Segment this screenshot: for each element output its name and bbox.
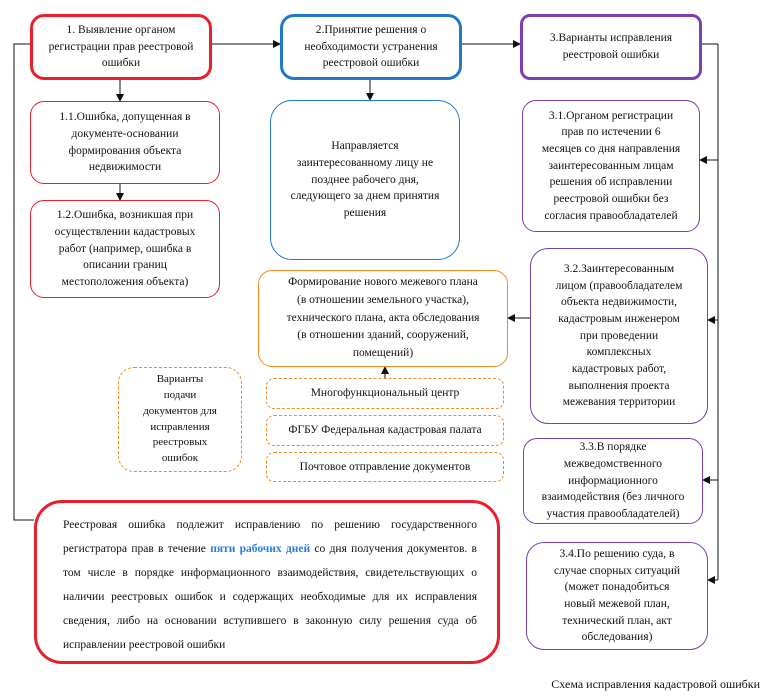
mfc-box: Многофункциональный центр bbox=[266, 378, 504, 409]
b3-1-box: 3.1.Органом регистрации прав по истечени… bbox=[522, 100, 700, 232]
note-after: со дня получения документов. в том числе… bbox=[63, 543, 477, 651]
registry-error-note: Реестровая ошибка подлежит исправлению п… bbox=[34, 500, 500, 664]
note-highlight: пяти рабочих дней bbox=[210, 543, 311, 555]
forming-text: Формирование нового межевого плана (в от… bbox=[286, 275, 480, 360]
post-box: Почтовое отправление документов bbox=[266, 452, 504, 482]
b1-1-box: 1.1.Ошибка, допущенная в документе-основ… bbox=[30, 101, 220, 184]
b1-2-text: 1.2.Ошибка, возникшая при осуществлении … bbox=[54, 209, 196, 288]
b3-2-box: 3.2.Заинтересованным лицом (правообладат… bbox=[530, 248, 708, 424]
fgbu-box: ФГБУ Федеральная кадастровая палата bbox=[266, 415, 504, 446]
b3-4-text: 3.4.По решению суда, в случае спорных си… bbox=[553, 547, 681, 644]
variants-box: Варианты подачи документов для исправлен… bbox=[118, 367, 242, 472]
step1-text: 1. Выявление органом регистрации прав ре… bbox=[48, 23, 194, 70]
b2-1-text: Направляется заинтересованному лицу не п… bbox=[290, 140, 440, 219]
step2-text: 2.Принятие решения о необходимости устра… bbox=[304, 23, 438, 70]
left-feedback-line bbox=[13, 43, 34, 521]
step2-box: 2.Принятие решения о необходимости устра… bbox=[280, 14, 462, 80]
fgbu-text: ФГБУ Федеральная кадастровая палата bbox=[288, 424, 482, 437]
b3-3-text: 3.3.В порядке межведомственного информац… bbox=[541, 441, 685, 521]
b3-4-box: 3.4.По решению суда, в случае спорных си… bbox=[526, 542, 708, 650]
forming-box: Формирование нового межевого плана (в от… bbox=[258, 270, 508, 367]
variants-text: Варианты подачи документов для исправлен… bbox=[143, 372, 217, 465]
step1-box: 1. Выявление органом регистрации прав ре… bbox=[30, 14, 212, 80]
b1-2-box: 1.2.Ошибка, возникшая при осуществлении … bbox=[30, 200, 220, 298]
step3-box: 3.Варианты исправления реестровой ошибки bbox=[520, 14, 702, 80]
b2-1-box: Направляется заинтересованному лицу не п… bbox=[270, 100, 460, 260]
step3-text: 3.Варианты исправления реестровой ошибки bbox=[549, 32, 673, 61]
post-text: Почтовое отправление документов bbox=[299, 460, 471, 473]
diagram-caption: Схема исправления кадастровой ошибки bbox=[551, 677, 760, 691]
note-before: Реестровая ошибка подлежит исправлению п… bbox=[63, 519, 477, 555]
b3-1-text: 3.1.Органом регистрации прав по истечени… bbox=[541, 109, 681, 222]
b1-1-text: 1.1.Ошибка, допущенная в документе-основ… bbox=[59, 111, 191, 174]
b3-2-text: 3.2.Заинтересованным лицом (правообладат… bbox=[555, 262, 683, 409]
mfc-text: Многофункциональный центр bbox=[310, 387, 460, 400]
b3-3-box: 3.3.В порядке межведомственного информац… bbox=[523, 438, 703, 524]
